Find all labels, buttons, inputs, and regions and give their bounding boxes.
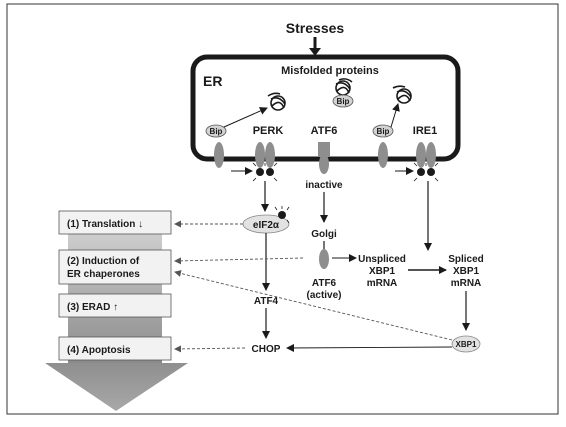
atf6-active-label-line1: ATF6 <box>312 278 337 289</box>
chop-label: CHOP <box>252 344 281 355</box>
atf6-active-label-line2: (active) <box>306 290 341 301</box>
ire1-label: IRE1 <box>413 125 437 137</box>
perk-dimer-right <box>265 142 275 168</box>
bip-release-arrow <box>223 107 268 128</box>
bip-label: Bip <box>337 97 350 106</box>
xbp1-to-chop-arrow <box>286 343 453 352</box>
outcome-arrow-head <box>45 363 188 411</box>
spliced-label-line2: XBP1 <box>453 266 480 277</box>
bip-label: Bip <box>377 127 390 136</box>
ire1-phospho-dots <box>413 162 439 182</box>
unspliced-label-line2: XBP1 <box>369 266 396 277</box>
bip-release-arrow <box>390 103 400 128</box>
perk-phospho-dots <box>252 162 278 182</box>
bip-label: Bip <box>210 127 223 136</box>
ire1-dimer-right <box>426 142 436 168</box>
eif2a-phospho-dot <box>278 211 286 219</box>
eif2a-label: eIF2α <box>253 220 280 231</box>
atf4-label: ATF4 <box>254 296 279 307</box>
stresses-arrowhead <box>309 48 321 56</box>
stresses-label: Stresses <box>286 20 345 36</box>
unspliced-label-line1: Unspliced <box>358 254 406 265</box>
perk-label: PERK <box>253 125 284 137</box>
golgi-label: Golgi <box>311 229 337 240</box>
bip-badge <box>372 124 394 138</box>
unspliced-label-line3: mRNA <box>367 278 398 289</box>
er-label: ER <box>203 73 222 89</box>
atf6-inactive-domain <box>319 154 329 174</box>
outcome-induction-label-line1: (2) Induction of <box>67 256 140 267</box>
atf6-membrane <box>318 142 330 156</box>
outcome-box-erad <box>58 293 172 318</box>
outcome-apoptosis-label: (4) Apoptosis <box>67 345 131 356</box>
atf6-label: ATF6 <box>311 125 338 137</box>
outcome-erad-label: (3) ERAD ↑ <box>67 302 118 313</box>
misfolded-protein-icon <box>267 92 286 111</box>
xbp1-label: XBP1 <box>456 340 477 349</box>
atf6-to-chaperones-arrow <box>174 257 304 265</box>
eif2a-phospho-rays <box>274 206 290 224</box>
xbp1-node <box>451 335 481 353</box>
ire1-dimer-left <box>416 142 426 168</box>
perk-dimer-left <box>255 142 265 168</box>
bip-bound-ire1 <box>378 142 388 168</box>
spliced-label-line3: mRNA <box>451 278 482 289</box>
spliced-label-line1: Spliced <box>448 254 484 265</box>
bip-badge <box>205 124 227 138</box>
xbp1-to-chaperones-arrow <box>174 270 453 341</box>
bip-bound-sensor <box>214 142 224 168</box>
misfolded-proteins-label: Misfolded proteins <box>281 65 379 77</box>
bip-badge <box>332 94 354 108</box>
misfolded-protein-icon <box>392 85 412 104</box>
chop-to-apoptosis-arrow <box>174 345 246 353</box>
outcome-box-apoptosis <box>58 336 172 361</box>
atf6-active-domain <box>319 249 329 269</box>
outcome-translation-label: (1) Translation ↓ <box>67 219 143 230</box>
outcome-induction-label-line2: ER chaperones <box>67 269 140 280</box>
atf6-inactive-label: inactive <box>305 180 343 191</box>
outcome-box-translation <box>58 210 172 235</box>
outcome-box-induction <box>58 249 172 285</box>
